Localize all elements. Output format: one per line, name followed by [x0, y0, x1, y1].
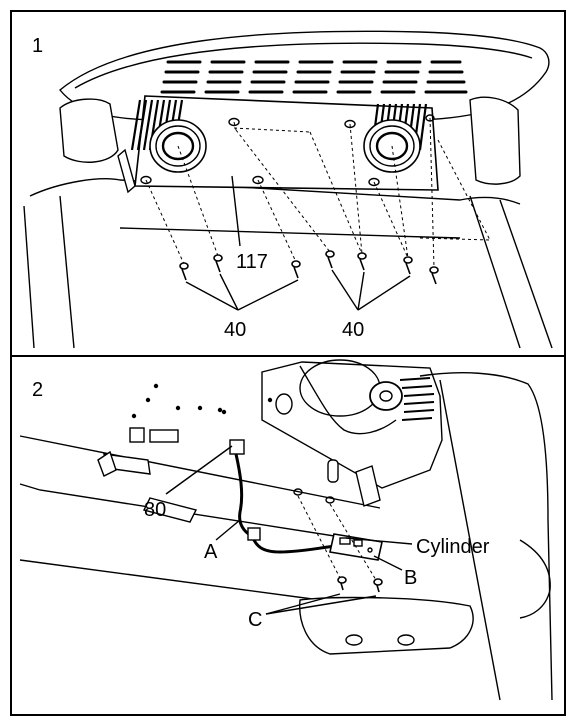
frame-mid-edge [19, 483, 361, 541]
right-upright-inner [439, 379, 501, 701]
callout-b: B [404, 567, 417, 589]
right-leg-outer [499, 199, 553, 349]
outer-frame [10, 10, 566, 716]
hood-rim [74, 42, 533, 89]
leader-b [373, 555, 403, 571]
wire-80 [234, 453, 253, 538]
screw [403, 256, 413, 275]
left-leg-inner [59, 195, 75, 349]
screw [373, 578, 383, 593]
screws-40 [179, 250, 439, 285]
motor-plate-edge [117, 148, 136, 194]
callout-80: 80 [144, 499, 166, 521]
screws-c [337, 576, 383, 593]
motor-belt [299, 365, 397, 435]
motor-fins [399, 377, 435, 421]
frame-crossbar [119, 227, 461, 239]
foot-hole [397, 634, 415, 646]
wire-a [250, 535, 337, 554]
leader-a [215, 519, 241, 541]
cylinder-body [327, 459, 339, 483]
left-upright-top [59, 98, 119, 163]
alignment-lines-2 [297, 495, 377, 581]
panel-2: 2 [19, 359, 553, 701]
panel-1: 1 [23, 30, 553, 349]
connector-left-1 [129, 427, 145, 443]
connector-a [247, 527, 261, 541]
foot-pad [299, 596, 474, 655]
left-leg-outer [23, 205, 35, 349]
screw [213, 254, 223, 273]
bracket-clip [97, 450, 117, 477]
cylinder-bracket [355, 465, 381, 507]
callout-a: A [204, 541, 218, 563]
alignment-lines [145, 117, 491, 269]
motor-housing [261, 361, 443, 489]
frame-top-edge [19, 435, 381, 509]
board-component [339, 537, 351, 545]
right-leg-inner [469, 195, 521, 349]
screw [179, 262, 189, 281]
leaders-40-left [185, 273, 299, 311]
hood-vents [160, 60, 468, 94]
screw [337, 576, 347, 591]
frame-hole [293, 488, 303, 496]
screw [291, 260, 301, 279]
leaders-40-right [331, 269, 411, 311]
step-number-1: 1 [32, 35, 43, 57]
leader-cylinder [345, 537, 413, 545]
connector-left-2 [149, 429, 179, 443]
right-handle [519, 539, 551, 619]
leader-c-2 [265, 595, 377, 615]
screw [325, 250, 335, 269]
screw [429, 266, 439, 285]
motor-pulley-hub [379, 390, 393, 402]
frame-rail-top [29, 178, 521, 205]
wire-80-connector [229, 439, 245, 455]
board-component [353, 539, 363, 547]
callout-cylinder: Cylinder [416, 536, 490, 558]
frame-holes [131, 383, 273, 419]
callout-40-right: 40 [342, 319, 364, 341]
leader-80 [165, 445, 233, 495]
motor-plate [134, 95, 439, 191]
callout-c: C [248, 609, 262, 631]
frame-slot [142, 497, 198, 523]
right-upright-top [469, 96, 521, 185]
board-component [367, 547, 373, 553]
frame-hole [325, 496, 335, 504]
screw [357, 252, 367, 271]
callout-117: 117 [236, 251, 268, 273]
leader-c-1 [265, 593, 341, 615]
callout-40-left: 40 [224, 319, 246, 341]
step-number-2: 2 [32, 379, 43, 401]
leader-117 [231, 175, 241, 247]
motor-pulley [369, 381, 403, 411]
foot-hole [345, 634, 363, 646]
right-upright [419, 372, 553, 701]
motor-knob [275, 393, 293, 415]
